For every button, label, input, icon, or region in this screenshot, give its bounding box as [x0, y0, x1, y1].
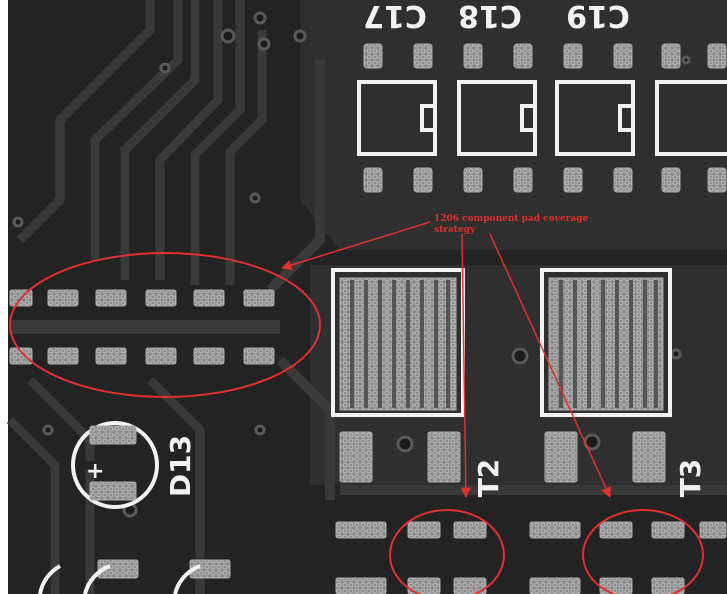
annotation-overlay: 1206 component pad coverage strategy	[9, 214, 704, 594]
label-t3: T3	[674, 459, 707, 498]
bottom-left-parts	[38, 559, 231, 594]
vias	[12, 11, 691, 518]
label-c18: C18	[458, 0, 522, 33]
annotation-text-line1: 1206 component pad coverage	[434, 214, 588, 224]
highlight-ellipse-t3	[582, 509, 704, 594]
transistor-t2	[331, 268, 465, 483]
transistor-t3	[540, 268, 672, 483]
arrow-to-t2	[460, 233, 472, 499]
svg-text:+: +	[86, 459, 104, 484]
right-traces	[266, 60, 727, 500]
row-trace	[10, 320, 280, 334]
label-d13: D13	[164, 435, 197, 497]
label-c17: C17	[363, 0, 427, 33]
highlight-ellipse-pad-row	[9, 252, 321, 398]
label-t2: T2	[472, 459, 505, 498]
diode-d13: +	[71, 421, 159, 509]
ic-outlines	[357, 80, 727, 156]
highlight-ellipse-t2	[389, 509, 505, 594]
annotation-text-line2: strategy	[434, 225, 476, 235]
ic-pads	[363, 43, 727, 193]
label-c19: C19	[566, 0, 630, 33]
arrow-to-t3	[489, 233, 611, 498]
pads-bottom-row	[335, 521, 727, 594]
arrow-to-pad-row	[280, 221, 431, 271]
